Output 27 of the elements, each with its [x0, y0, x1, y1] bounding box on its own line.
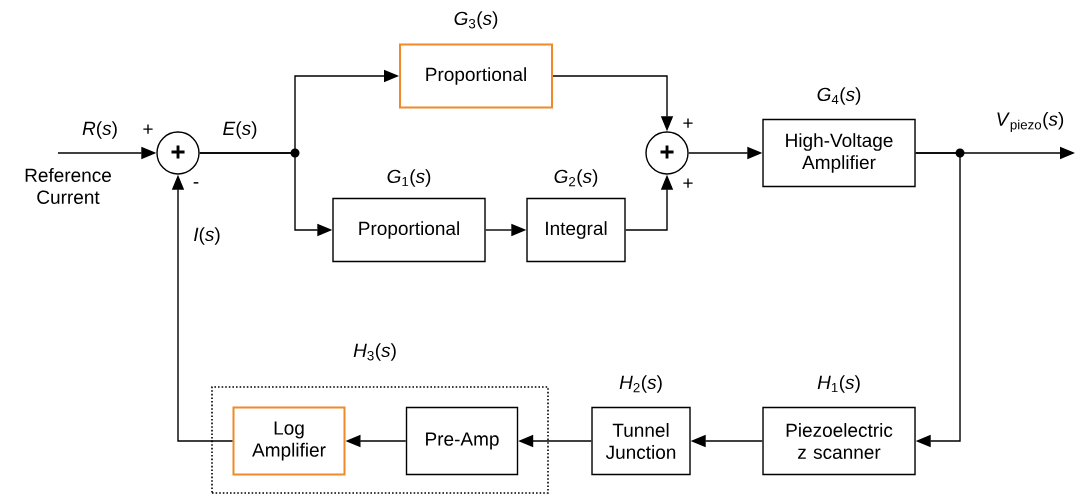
- block-box: Proportional: [332, 197, 486, 263]
- arrow: [915, 152, 961, 448]
- block-label: G$_{2}$(s): [554, 169, 598, 187]
- note-label: Reference Current: [25, 168, 111, 204]
- edge-label: I(s): [194, 227, 220, 245]
- block-label: G$_{3}$(s): [454, 11, 498, 29]
- block-box: Pre-Amp: [405, 406, 519, 476]
- block-box: Tunnel Junction: [591, 406, 691, 476]
- block-label: H$_{1}$(s): [817, 375, 860, 393]
- block-label: +: [683, 178, 693, 188]
- block-label: G$_{4}$(s): [817, 87, 861, 105]
- summing-junction: +: [645, 131, 689, 175]
- block-box: Piezoelectric z scanner: [762, 406, 916, 476]
- block-label: G$_{1}$(s): [387, 169, 431, 187]
- edge-label: E(s): [223, 121, 257, 139]
- edge-label: V$_{piezo}$(s): [997, 111, 1064, 133]
- block-label: +: [683, 118, 693, 128]
- block-label: H$_{2}$(s): [619, 375, 662, 393]
- block-box: High-Voltage Amplifier: [762, 118, 916, 188]
- edge-label: R(s): [82, 121, 117, 139]
- summing-junction: +: [156, 131, 200, 175]
- block-box: Integral: [526, 197, 626, 263]
- block-label: -: [193, 182, 199, 184]
- block-box: Proportional: [399, 43, 553, 109]
- block-box: Log Amplifier: [232, 406, 346, 476]
- block-label: +: [143, 124, 153, 134]
- block-label: H$_{3}$(s): [353, 343, 396, 361]
